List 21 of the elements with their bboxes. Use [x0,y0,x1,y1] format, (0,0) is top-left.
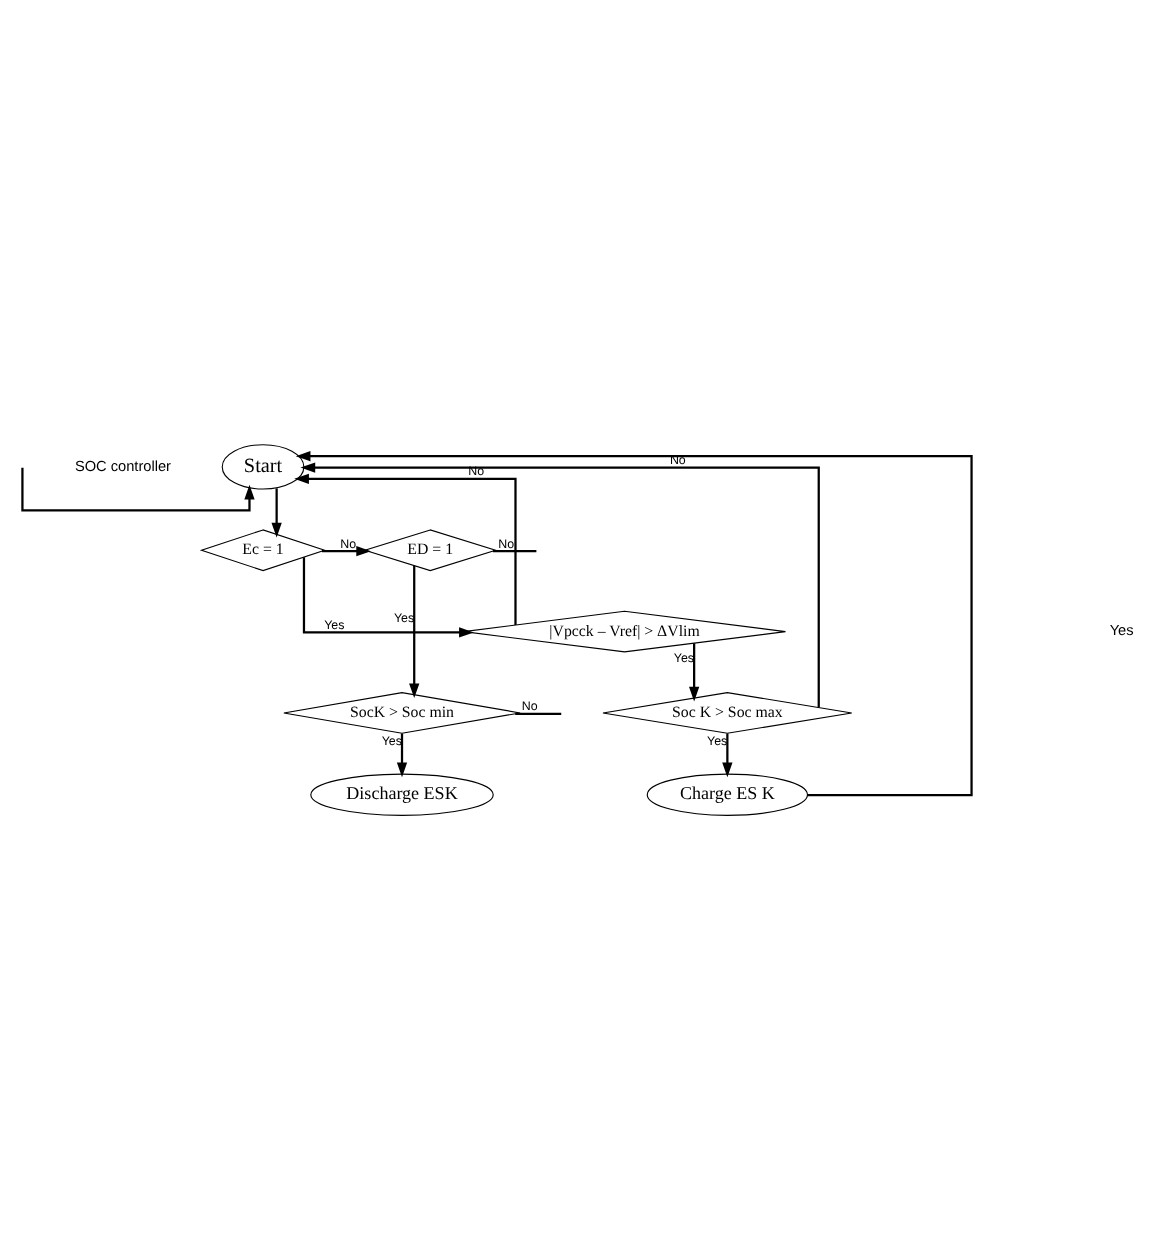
arrow [21,467,255,512]
connector [515,712,562,715]
node-diamond: |Vpcck – Vref| > ΔVlim [463,610,787,653]
connector [492,550,537,553]
node-diamond: SocK > Soc min [283,692,521,734]
arrow [271,488,282,538]
arrow [322,545,371,557]
arrow [302,557,474,638]
arrow [722,733,733,778]
arrow [295,451,973,797]
node-ellipse: Charge ES K [646,773,809,816]
node-diamond: Ec = 1 [199,529,327,572]
node-diamond: Soc K > Soc max [602,692,853,734]
node-ellipse: Start [221,444,305,490]
arrow [294,473,517,626]
node-ellipse: Discharge ESK [310,773,494,816]
arrow [689,643,700,702]
arrow [300,462,820,708]
node-diamond: ED = 1 [363,529,498,572]
arrow [396,733,408,778]
arrow [409,565,420,699]
